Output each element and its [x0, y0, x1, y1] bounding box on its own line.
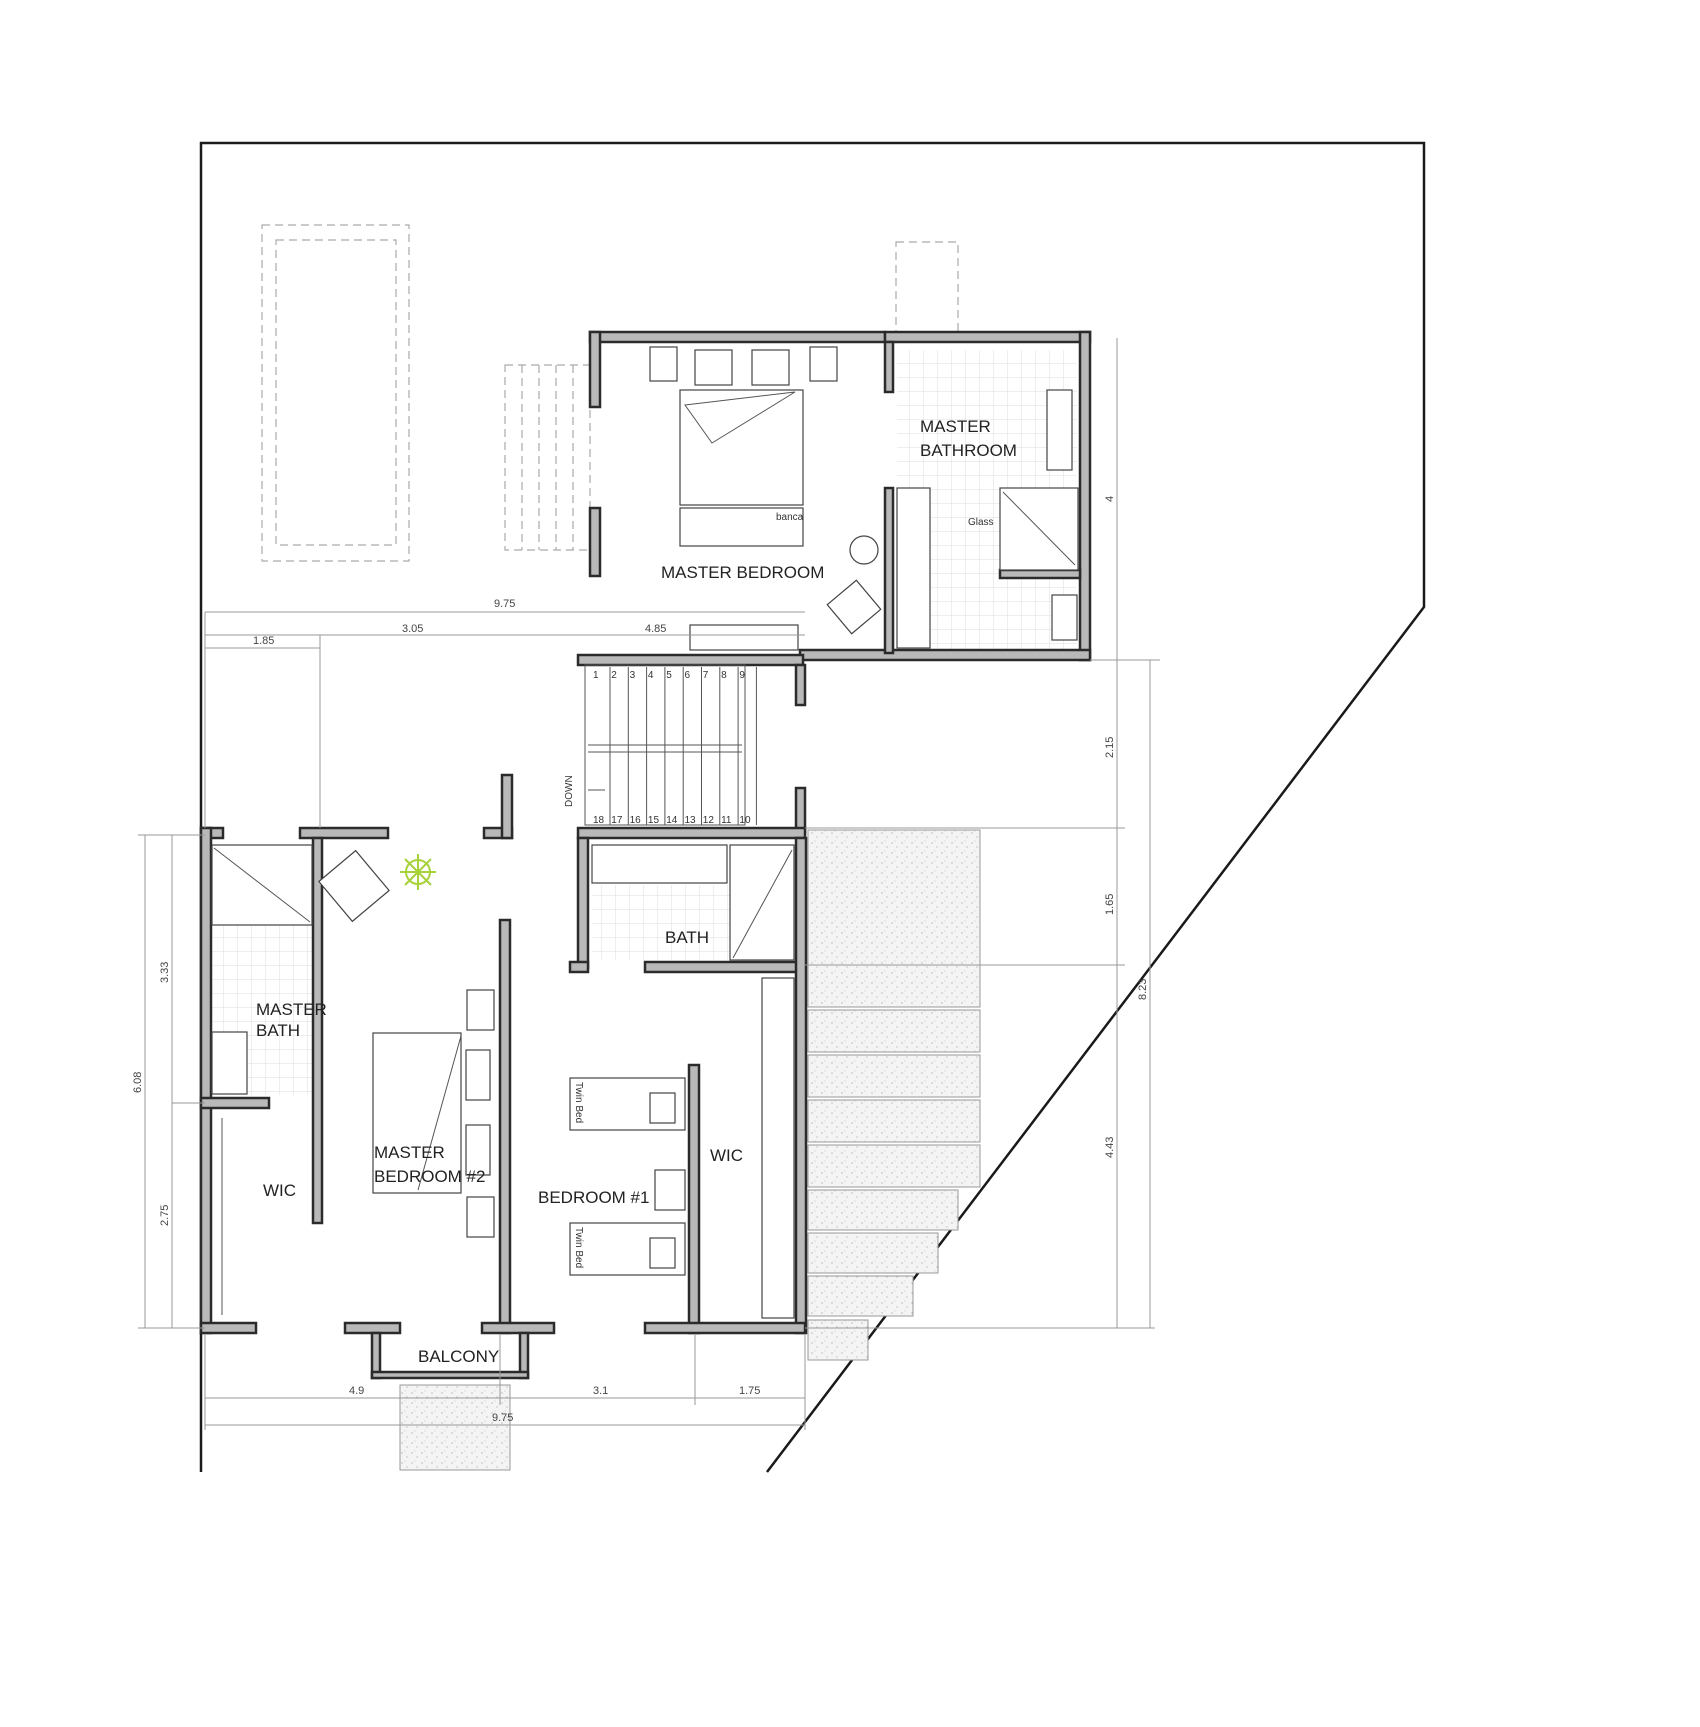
stair-step-number: 6: [685, 670, 691, 681]
stair-numbers: 1 18 2 17 3 16 4 15 5 14 6 13 7 12 8 11 9 10: [593, 670, 751, 826]
pergola-outline: [895, 241, 959, 333]
twin-bed-label-1: Twin Bed: [573, 1082, 584, 1123]
bench-label: banca: [776, 512, 804, 523]
dim-top-c: 4.85: [645, 623, 666, 635]
dim-right-a: 2.15: [1104, 737, 1116, 758]
stair-step-number: 9: [739, 670, 745, 681]
dim-top-total: 9.75: [494, 598, 515, 610]
dim-right-c: 4.43: [1104, 1137, 1116, 1158]
stair-step-number: 11: [721, 815, 732, 826]
stair-step-number: 7: [703, 670, 709, 681]
walls-lower-block: [199, 773, 808, 1380]
stair-step-number: 10: [739, 815, 751, 826]
pool-inner-outline: [275, 239, 397, 546]
room-label-master-bedroom-2: MASTER: [374, 1143, 445, 1162]
stair-step-number: 2: [611, 670, 617, 681]
light-fixture-icon: [400, 854, 436, 890]
stair-treads: [609, 667, 757, 825]
room-label-wic-left: WIC: [263, 1181, 296, 1200]
pool-outline: [261, 224, 410, 562]
stair-step-number: 13: [685, 815, 697, 826]
master-bed: [649, 346, 882, 651]
stair-step-number: 12: [703, 815, 715, 826]
stair-step-number: 14: [666, 815, 678, 826]
stair-step-number: 4: [648, 670, 654, 681]
room-label-master-bath-2: BATH: [256, 1021, 300, 1040]
dimension-lines: [138, 338, 1160, 1430]
dim-bottom-total: 9.75: [492, 1412, 513, 1424]
room-label-bath: BATH: [665, 928, 709, 947]
dim-bottom-a: 4.9: [349, 1385, 364, 1397]
twin-beds: [569, 1077, 686, 1276]
deck-slats: [504, 364, 591, 551]
room-label-bedroom-1: BEDROOM #1: [538, 1188, 649, 1207]
room-label-master-bath: MASTER: [256, 1000, 327, 1019]
stair-step-number: 17: [611, 815, 623, 826]
dim-left-a: 3.33: [159, 962, 171, 983]
stair-step-number: 8: [721, 670, 727, 681]
dim-right-total: 8.23: [1137, 979, 1149, 1000]
room-label-master-bedroom-2b: BEDROOM #2: [374, 1167, 485, 1186]
dim-bottom-c: 1.75: [739, 1385, 760, 1397]
stair-step-number: 5: [666, 670, 672, 681]
stair-step-number: 18: [593, 815, 605, 826]
master-bathroom-fixtures: [896, 389, 1079, 649]
stair-down-label: DOWN: [564, 775, 575, 807]
dim-left-b: 2.75: [159, 1205, 171, 1226]
master-bath-fixtures: [211, 844, 313, 1095]
gravel-area: [399, 829, 981, 1471]
stair-step-number: 3: [630, 670, 636, 681]
dim-right-master: 4: [1104, 496, 1116, 502]
master-bedroom2-furniture: [318, 849, 495, 1238]
site-boundary: [199, 141, 1426, 1473]
room-label-wic-right: WIC: [710, 1146, 743, 1165]
room-label-master-bedroom: MASTER BEDROOM: [661, 563, 824, 582]
dim-bottom-b: 3.1: [593, 1385, 608, 1397]
dim-top-b: 3.05: [402, 623, 423, 635]
dim-right-b: 1.65: [1104, 894, 1116, 915]
bath-fixtures: [591, 844, 795, 961]
room-label-master-bathroom-2: BATHROOM: [920, 441, 1017, 460]
dim-top-a: 1.85: [253, 635, 274, 647]
stair-step-number: 15: [648, 815, 660, 826]
twin-bed-label-2: Twin Bed: [573, 1227, 584, 1268]
stair-step-number: 16: [630, 815, 642, 826]
room-label-master-bathroom: MASTER: [920, 417, 991, 436]
stair-step-number: 1: [593, 670, 599, 681]
closet-rods: [221, 977, 795, 1319]
dim-left-total: 6.08: [132, 1072, 144, 1093]
glass-label: Glass: [968, 517, 994, 528]
room-label-balcony: BALCONY: [418, 1347, 499, 1366]
